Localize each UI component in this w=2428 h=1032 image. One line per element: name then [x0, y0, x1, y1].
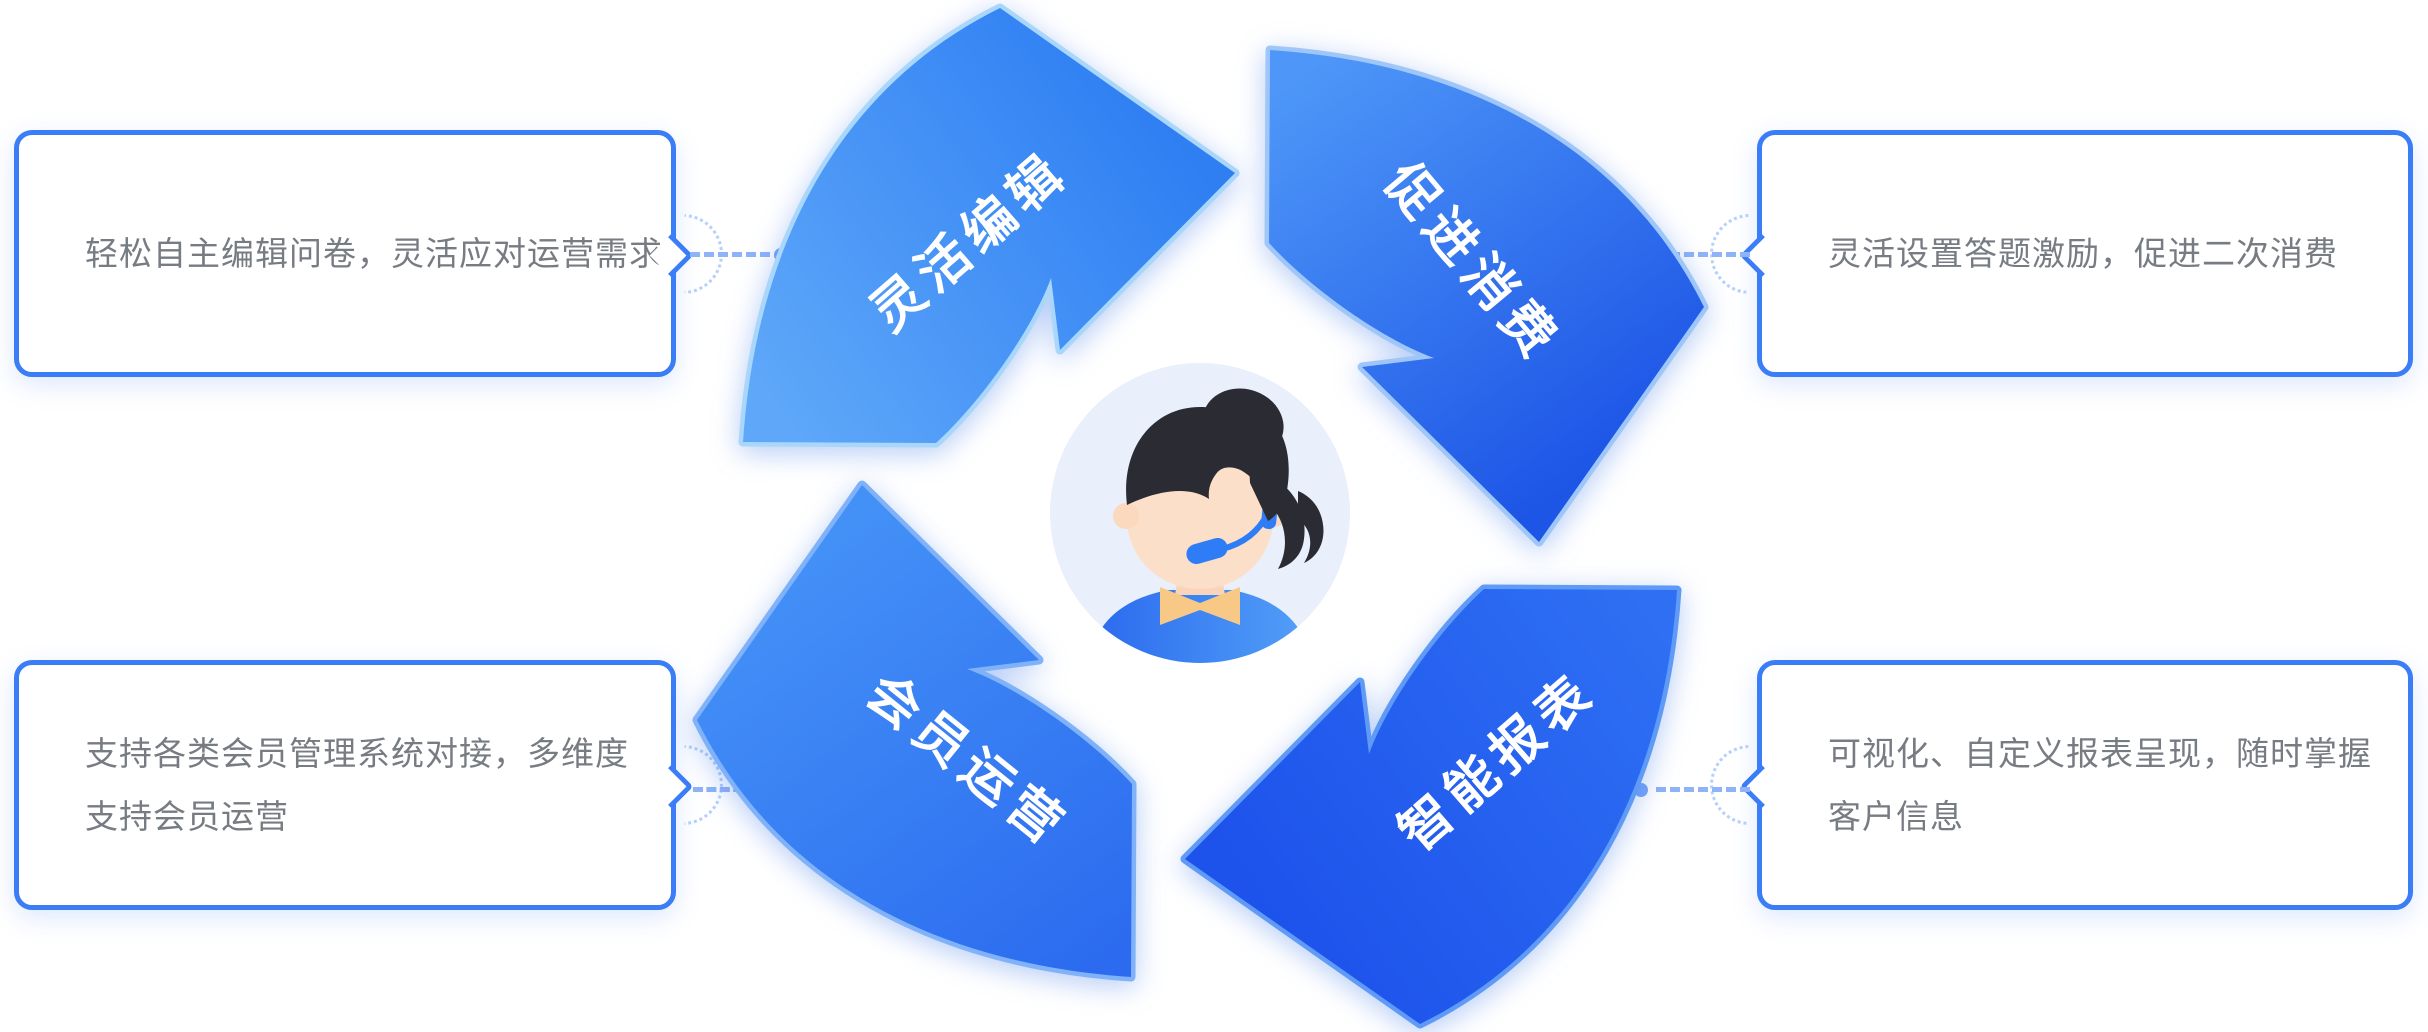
curved-arrow-shape	[1180, 584, 1682, 1029]
connector-bottom-right-dash	[1656, 787, 1750, 792]
curved-arrow-shape	[1264, 45, 1709, 547]
connector-top-right-dash	[1656, 252, 1750, 257]
avatar-ear-left	[1113, 503, 1139, 529]
callout-text: 灵活设置答题激励，促进二次消费	[1828, 235, 2338, 272]
callout-top-left: 轻松自主编辑问卷，灵活应对运营需求	[14, 130, 723, 377]
callout-text: 支持各类会员管理系统对接，多维度	[85, 735, 629, 772]
callout-text: 客户信息	[1828, 798, 1964, 835]
callout-text: 轻松自主编辑问卷，灵活应对运营需求	[85, 235, 663, 272]
callout-text: 可视化、自定义报表呈现，随时掌握	[1828, 735, 2372, 772]
callout-bottom-right: 可视化、自定义报表呈现，随时掌握 客户信息	[1710, 660, 2413, 910]
avatar-hair-curl	[1256, 469, 1305, 569]
arrow-promote-consume: 促进消费	[1264, 45, 1709, 547]
callout-top-right: 灵活设置答题激励，促进二次消费	[1710, 130, 2413, 377]
callout-bottom-left: 支持各类会员管理系统对接，多维度 支持会员运营	[14, 660, 723, 910]
connector-bottom-left-dash	[693, 787, 770, 792]
arrow-member-operation: 会员运营	[692, 480, 1137, 982]
arrow-smart-report: 智能报表	[1180, 584, 1682, 1029]
avatar-hair-flick	[1298, 491, 1324, 563]
headset-microphone	[1186, 537, 1228, 565]
curved-arrow-shape	[692, 480, 1137, 982]
arrow-flexible-edit: 灵活编辑	[738, 3, 1240, 448]
callout-text: 支持会员运营	[85, 798, 289, 835]
customer-service-avatar-icon	[1050, 363, 1350, 663]
connector-top-left-dash	[690, 252, 770, 257]
avatar-bow-tie	[1160, 587, 1240, 625]
curved-arrow-shape	[738, 3, 1240, 448]
